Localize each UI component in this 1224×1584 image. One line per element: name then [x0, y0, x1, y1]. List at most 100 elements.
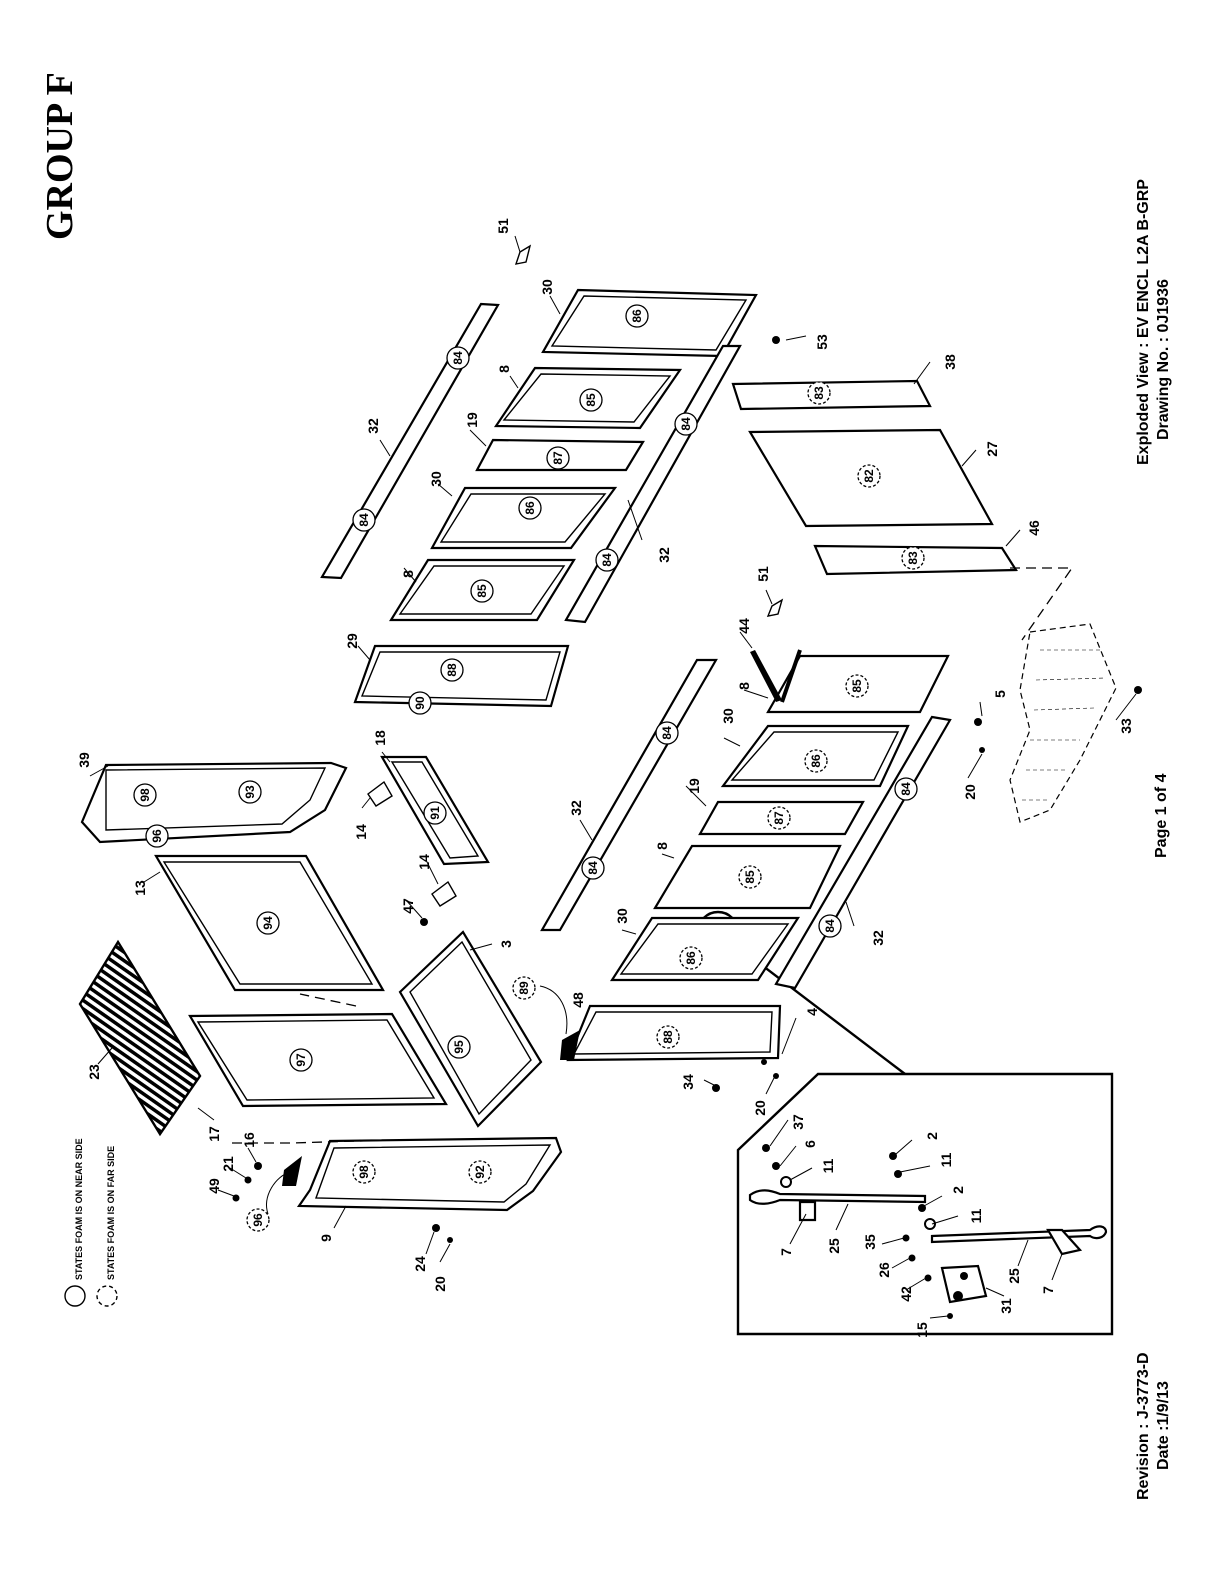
callout-label-84: 84 — [679, 417, 693, 431]
label-51-top — [514, 244, 532, 265]
callout-label-82: 82 — [862, 469, 876, 483]
drawing-number: Drawing No. : 0J1936 — [1155, 279, 1172, 440]
part-number-15: 15 — [914, 1322, 930, 1338]
far-side-legend-text: STATES FOAM IS ON FAR SIDE — [106, 1146, 116, 1280]
callout-label-84: 84 — [899, 782, 913, 796]
part-number-5: 5 — [992, 690, 1008, 698]
callout-label-85: 85 — [850, 679, 864, 693]
callout-circle-87 — [546, 446, 570, 470]
callout-label-96: 96 — [251, 1213, 265, 1227]
part-number-3: 3 — [498, 940, 514, 948]
base-frame-hatched — [1009, 623, 1142, 823]
callout-label-86: 86 — [523, 501, 537, 515]
part-number-23: 23 — [86, 1064, 102, 1080]
callout-label-84: 84 — [823, 919, 837, 933]
part-number-51: 51 — [755, 566, 771, 582]
part-number-30: 30 — [428, 471, 444, 487]
part-number-33: 33 — [1118, 718, 1134, 734]
part-number-21: 21 — [220, 1156, 236, 1172]
group-title: GROUP F — [39, 72, 81, 240]
page-label: Page 1 of 4 — [1153, 773, 1170, 858]
part-number-25: 25 — [1006, 1268, 1022, 1284]
callout-circle-86 — [804, 749, 828, 773]
revision-label: Revision : J-3773-D — [1135, 1352, 1152, 1500]
callout-circle-85 — [738, 865, 762, 889]
panel-39 — [80, 761, 348, 844]
callout-circle-84 — [818, 914, 842, 938]
panel-38 — [731, 379, 932, 411]
callout-label-93: 93 — [243, 785, 257, 799]
part-number-13: 13 — [132, 880, 148, 896]
part-number-39: 39 — [76, 752, 92, 768]
callout-circle-89 — [512, 976, 536, 1000]
label-51-lower — [766, 598, 784, 617]
callout-circle-88 — [440, 658, 464, 682]
inset-handle-assembly — [748, 1144, 1108, 1319]
callout-circle-85 — [845, 674, 869, 698]
callout-circle-97 — [289, 1048, 313, 1072]
part-number-20: 20 — [752, 1100, 768, 1116]
part-number-8: 8 — [400, 570, 416, 578]
callout-circle-86 — [679, 946, 703, 970]
callout-circle-83 — [807, 381, 831, 405]
callout-circle-84 — [655, 721, 679, 745]
part-number-29: 29 — [344, 633, 360, 649]
callout-label-96: 96 — [150, 829, 164, 843]
callout-circle-85 — [579, 388, 603, 412]
part-number-14: 14 — [353, 824, 369, 840]
callout-circle-84 — [446, 346, 470, 370]
callout-circle-88 — [656, 1025, 680, 1049]
panel-97 — [188, 1012, 448, 1108]
detail-inset-frame — [736, 1072, 1114, 1336]
part-number-18: 18 — [372, 730, 388, 746]
arrow-48 — [560, 1030, 580, 1060]
callout-circle-87 — [767, 806, 791, 830]
part-number-42: 42 — [898, 1286, 914, 1302]
part-number-30: 30 — [720, 708, 736, 724]
arrow-96 — [282, 1156, 302, 1186]
part-number-27: 27 — [984, 441, 1000, 457]
part-number-19: 19 — [464, 412, 480, 428]
callout-circle-94 — [256, 911, 280, 935]
callout-label-89: 89 — [517, 981, 531, 995]
part-number-2: 2 — [950, 1186, 966, 1194]
callout-circle-83 — [901, 546, 925, 570]
callout-circle-86 — [518, 496, 542, 520]
part-number-19: 19 — [686, 778, 702, 794]
part-number-20: 20 — [432, 1276, 448, 1292]
callout-label-85: 85 — [743, 870, 757, 884]
part-number-32: 32 — [568, 800, 584, 816]
callout-circle-84 — [581, 856, 605, 880]
callout-label-88: 88 — [661, 1030, 675, 1044]
callout-label-87: 87 — [551, 451, 565, 465]
callout-label-85: 85 — [584, 393, 598, 407]
view-caption: Exploded View : EV ENCL L2A B-GRP — [1135, 179, 1152, 465]
callout-label-97: 97 — [294, 1053, 308, 1067]
callout-circle-96 — [246, 1208, 270, 1232]
part-number-11: 11 — [938, 1152, 954, 1167]
part-number-32: 32 — [365, 418, 381, 434]
callout-label-84: 84 — [660, 726, 674, 740]
callout-circle-90 — [408, 691, 432, 715]
part-number-49: 49 — [206, 1178, 222, 1194]
part-number-26: 26 — [876, 1262, 892, 1278]
near-side-legend-icon — [64, 1285, 86, 1307]
part-number-35: 35 — [862, 1234, 878, 1250]
part-number-38: 38 — [942, 354, 958, 370]
callout-label-95: 95 — [452, 1040, 466, 1054]
part-number-44: 44 — [736, 618, 752, 634]
callout-label-84: 84 — [586, 861, 600, 875]
part-number-31: 31 — [998, 1298, 1014, 1314]
part-number-32: 32 — [870, 930, 886, 946]
panel-9 — [296, 1136, 563, 1212]
callout-circle-91 — [423, 801, 447, 825]
callout-label-84: 84 — [451, 351, 465, 365]
callout-circle-84 — [595, 548, 619, 572]
callout-label-87: 87 — [772, 811, 786, 825]
callout-circle-84 — [894, 777, 918, 801]
part-number-4: 4 — [804, 1008, 820, 1016]
callout-label-85: 85 — [475, 584, 489, 598]
part-number-11: 11 — [820, 1158, 836, 1173]
callout-circle-82 — [857, 464, 881, 488]
